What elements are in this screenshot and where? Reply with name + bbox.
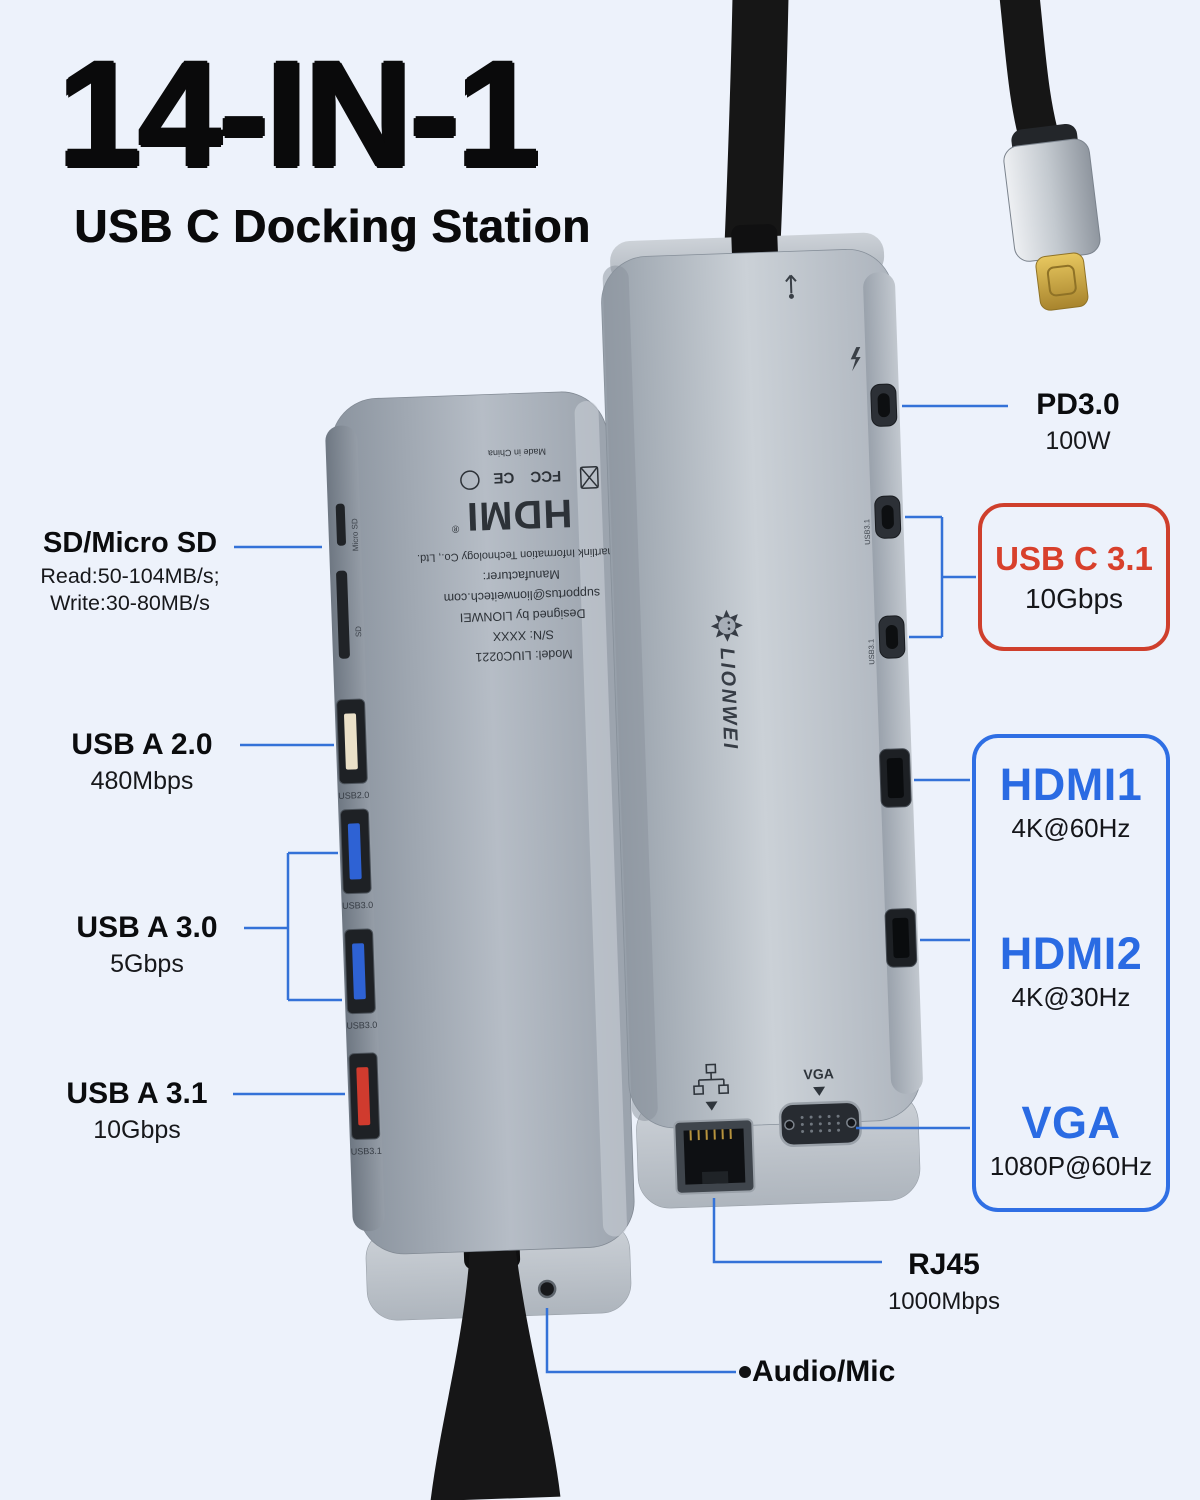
- dock-back-device: Micro SD SD USB2.0 USB3.0 USB3.0: [325, 391, 635, 1500]
- hdmi2-port: [884, 908, 918, 968]
- page-subtitle: USB C Docking Station: [74, 200, 591, 252]
- audio-bullet: [739, 1366, 751, 1378]
- callout-lines: [233, 404, 1008, 1374]
- usbc31-print-2: USB3.1: [866, 639, 876, 665]
- print-model: Model: LIUC0221: [475, 647, 573, 664]
- back-highlight: [574, 401, 627, 1237]
- usb-a-31-port: [348, 1052, 381, 1141]
- usbc31-port-1: [874, 495, 902, 539]
- header: 14-IN-1 USB C Docking Station: [58, 38, 591, 253]
- usbc-bracket: [905, 515, 976, 639]
- vga-group: VGA 1080P@60Hz: [990, 1098, 1152, 1182]
- page-title: 14-IN-1: [58, 30, 540, 198]
- print-designed: Designed by LIONWEI: [460, 606, 586, 624]
- vga-arrow-icon: [813, 1086, 826, 1096]
- back-print: Model: LIUC0221 S/N: XXXX Designed by LI…: [417, 446, 624, 664]
- callout-usb-a-30: USB A 3.0 5Gbps: [67, 911, 227, 979]
- usb30-spec: 5Gbps: [110, 950, 184, 978]
- audio-line: [545, 1308, 736, 1374]
- hdmi-logo-r: ®: [451, 523, 459, 534]
- usb30-print-2: USB3.0: [346, 1020, 377, 1031]
- usbc-callout-box: USB C 3.1 10Gbps: [978, 503, 1170, 651]
- callout-rj45: RJ45 1000Mbps: [874, 1248, 1014, 1316]
- usb20-title: USB A 2.0: [71, 728, 213, 761]
- rj45-spec: 1000Mbps: [887, 1288, 1001, 1315]
- usb-a-30-port-2: [344, 928, 376, 1015]
- sd-spec-2: Write:30-80MB/s: [50, 591, 210, 615]
- callout-sd: SD/Micro SD Read:50-104MB/s; Write:30-80…: [25, 526, 235, 617]
- audio-title: Audio/Mic: [752, 1355, 896, 1388]
- usb30-title: USB A 3.0: [76, 911, 218, 944]
- rj45-line: [712, 1198, 882, 1264]
- usbc-title: USB C 3.1: [995, 540, 1153, 577]
- vga-port: [778, 1100, 862, 1148]
- vga-spec: 1080P@60Hz: [989, 1151, 1153, 1181]
- print-made-in: Made in China: [488, 446, 546, 458]
- usbc-spec: 10Gbps: [1024, 583, 1124, 614]
- usb31-print: USB3.1: [351, 1146, 382, 1157]
- usb30-print-1: USB3.0: [342, 900, 373, 911]
- sd-spec-1: Read:50-104MB/s;: [40, 564, 220, 588]
- usbc-connector: [995, 0, 1101, 311]
- connector-body: [1003, 138, 1101, 262]
- host-cable: [724, 0, 789, 286]
- vga-print: VGA: [803, 1065, 834, 1082]
- usb20-print: USB2.0: [338, 790, 369, 801]
- hdmi-logo: HDMI: [465, 491, 573, 539]
- hdmi1-title: HDMI1: [999, 759, 1143, 810]
- usb30-bracket: [244, 851, 342, 1002]
- weee-icon: [579, 466, 599, 489]
- callout-pd: PD3.0 100W: [1008, 388, 1148, 456]
- pd-port: [870, 383, 898, 427]
- lionwei-lion-icon: [710, 609, 743, 642]
- hdmi1-spec: 4K@60Hz: [1011, 813, 1131, 843]
- hdmi1-port: [879, 748, 912, 808]
- ethernet-arrow-icon: [705, 1101, 718, 1111]
- rj45-port: [673, 1118, 756, 1195]
- ce-icon: CE: [493, 469, 514, 487]
- front-left-shade: [602, 265, 658, 1121]
- usb31-spec: 10Gbps: [93, 1116, 181, 1144]
- hdmi2-title: HDMI2: [999, 928, 1143, 979]
- front-port-edge: [863, 272, 923, 1094]
- usb-a-20-port: [336, 698, 368, 785]
- print-email: supportus@lionweitech.com: [443, 586, 600, 605]
- pd-title: PD3.0: [1036, 388, 1120, 421]
- usb-host-icon: [785, 274, 797, 299]
- audio-jack-port: [537, 1279, 557, 1299]
- rj45-title: RJ45: [908, 1248, 980, 1281]
- callout-usb-a-31: USB A 3.1 10Gbps: [57, 1077, 217, 1145]
- sd-title: SD/Micro SD: [42, 527, 218, 559]
- usb20-spec: 480Mbps: [90, 767, 194, 795]
- callout-audio: Audio/Mic: [752, 1355, 952, 1389]
- fcc-icon: FCC: [530, 467, 562, 485]
- dock-front-device: USB3.1 USB3.1: [601, 224, 923, 1209]
- hdmi2-group: HDMI2 4K@30Hz: [1000, 929, 1143, 1013]
- sd-print: SD: [354, 626, 363, 638]
- charge-icon: [850, 346, 861, 372]
- usb-a-30-port-1: [339, 808, 372, 895]
- device-cable: [430, 1250, 561, 1500]
- ethernet-icon: [693, 1063, 730, 1096]
- micro-sd-slot: [335, 503, 346, 546]
- lionwei-brand-text: LIONWEI: [716, 647, 742, 751]
- connector-tip: [1035, 252, 1089, 311]
- connector-tip-slot: [1046, 264, 1077, 297]
- vga-title: VGA: [1021, 1097, 1121, 1148]
- micro-sd-print: Micro SD: [350, 518, 360, 551]
- video-callout-box: HDMI1 4K@60Hz HDMI2 4K@30Hz VGA 1080P@60…: [972, 734, 1170, 1212]
- sd-slot: [336, 570, 350, 659]
- pd-spec: 100W: [1045, 427, 1111, 455]
- hdmi1-group: HDMI1 4K@60Hz: [1000, 760, 1143, 844]
- usb31-title: USB A 3.1: [66, 1077, 208, 1110]
- print-manufacturer: Manufacturer:: [482, 567, 560, 584]
- usbc31-print-1: USB3.1: [862, 519, 872, 545]
- hdmi2-spec: 4K@30Hz: [1011, 982, 1131, 1012]
- print-serial: S/N: XXXX: [492, 627, 554, 643]
- cert-circle-icon: [460, 470, 480, 490]
- callout-usb-a-20: USB A 2.0 480Mbps: [62, 728, 222, 796]
- usbc31-port-2: [878, 615, 906, 659]
- lionwei-logo: LIONWEI: [710, 609, 743, 751]
